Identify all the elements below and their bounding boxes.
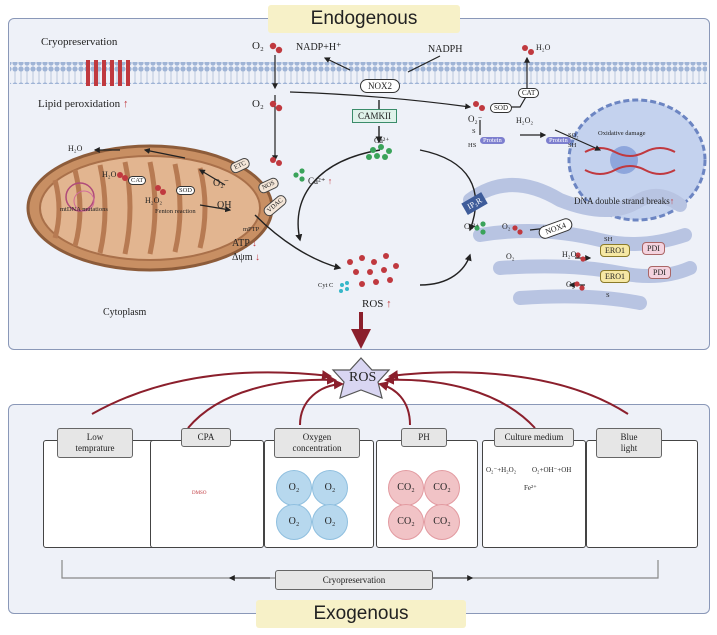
nucleus-sh-label: SH xyxy=(568,142,577,149)
er-h2o2-label: H₂O₂ xyxy=(562,250,580,259)
co2-circle-3: CO₂ xyxy=(388,504,424,540)
card-low-temperature xyxy=(43,440,167,548)
culture-reaction-1: O₂⁻+H₂O₂ xyxy=(486,466,517,474)
card-label-oxygen: Oxygen concentration xyxy=(274,428,360,458)
protein-2-label: Protein xyxy=(546,137,571,144)
dmso-label: DMSO xyxy=(192,491,207,496)
mito-cat-label: CAT xyxy=(128,176,147,185)
mito-sod-label: SOD xyxy=(176,186,196,195)
oh-label: OH xyxy=(217,200,232,211)
mtdna-label: mtDNA mutations xyxy=(60,206,108,213)
oxidative-damage-label: Oxidative damage xyxy=(598,130,646,137)
cytc-molecules xyxy=(339,281,349,293)
o2-top-label: O₂ xyxy=(252,40,264,52)
co2-circle-4: CO₂ xyxy=(424,504,460,540)
nox2-label: NOX2 xyxy=(360,79,400,93)
ca-center-label: Ca²⁺ xyxy=(374,136,390,145)
mito-o2-minus-label: O₂⁻ xyxy=(213,178,229,189)
mptp-label: mPTP xyxy=(243,226,260,233)
mito-ca-label: Ca²⁺ ↑ xyxy=(308,176,333,186)
lipid-channel xyxy=(86,60,130,86)
ros-hub-label: ROS xyxy=(349,370,377,385)
er-s-label: S xyxy=(606,292,610,299)
er-o2-c-label: O₂ xyxy=(566,280,575,289)
fe-label: Fe²⁺ xyxy=(524,484,537,492)
pdi-2-label: PDI xyxy=(648,266,671,279)
pdi-1-label: PDI xyxy=(642,242,665,255)
cell-membrane xyxy=(10,62,707,84)
dsb-label: DNA double strand breaks↑ xyxy=(574,196,675,206)
card-label-culture-medium: Culture medium xyxy=(494,428,574,447)
oxygen-molecules xyxy=(117,42,586,291)
h2o-top-label: H₂O xyxy=(536,43,551,52)
nucleus-hs-label: HS xyxy=(468,142,477,149)
ros-molecules xyxy=(347,253,399,287)
nadp-label: NADP+H⁺ xyxy=(296,42,342,53)
protein-1-label: Protein xyxy=(480,137,505,144)
cytc-label: Cyt C xyxy=(318,282,334,289)
nucleus-so2-label: SO₂ xyxy=(568,132,579,139)
calcium-cluster xyxy=(293,144,486,235)
er-o2-a-label: O₂ xyxy=(502,222,511,231)
nucleus-s-label: S xyxy=(472,128,476,135)
fenton-label: Fenton reaction xyxy=(155,208,196,215)
co2-circle-1: CO₂ xyxy=(388,470,424,506)
cytoplasm-label: Cytoplasm xyxy=(103,307,147,318)
cryopreservation-label: Cryopreservation xyxy=(41,36,118,48)
mito-h2o-b-label: H₂O xyxy=(102,170,117,179)
er-o2-b-label: O₂ xyxy=(506,252,515,261)
er-sh-label: SH xyxy=(604,236,613,243)
mito-h2o2-label: H₂O₂ xyxy=(145,196,163,205)
card-label-low-temperature: Low temprature xyxy=(57,428,133,458)
o2-minus-label: O₂⁻ xyxy=(468,114,483,124)
dpsi-label: Δψm ↓ xyxy=(232,252,260,263)
ros-center-label: ROS ↑ xyxy=(362,298,392,310)
cat-top-label: CAT xyxy=(518,88,540,98)
card-culture-medium xyxy=(482,440,586,548)
nucleus xyxy=(567,98,707,222)
card-label-ph: PH xyxy=(401,428,447,447)
sod-right-label: SOD xyxy=(490,103,513,113)
o2-circle-3: O₂ xyxy=(276,504,312,540)
ero1-b-label: ERO1 xyxy=(600,270,630,283)
footer-cryopreservation: Cryopreservation xyxy=(275,570,433,590)
lipid-peroxidation-label: Lipid peroxidation ↑ xyxy=(38,98,129,110)
card-label-blue-light: Blue light xyxy=(596,428,662,458)
h2o2-right-label: H₂O₂ xyxy=(516,116,534,125)
o2-circle-2: O₂ xyxy=(312,470,348,506)
culture-reaction-2: O₂+OH⁻+OH xyxy=(532,466,572,474)
mito-h2o-label: H₂O xyxy=(68,144,83,153)
atp-label: ATP ↓ xyxy=(232,238,257,249)
card-cpa xyxy=(150,440,264,548)
o2-circle-4: O₂ xyxy=(312,504,348,540)
ros-hub-star xyxy=(331,357,391,399)
nadph-label: NADPH xyxy=(428,44,463,55)
er-ca-label: Ca²⁺ xyxy=(464,222,480,231)
card-blue-light xyxy=(586,440,698,548)
card-label-cpa: CPA xyxy=(181,428,231,447)
o2-circle-1: O₂ xyxy=(276,470,312,506)
exogenous-banner: Exogenous xyxy=(256,600,466,628)
endogenous-banner: Endogenous xyxy=(268,5,460,33)
exogenous-arrows xyxy=(91,370,629,429)
ero1-a-label: ERO1 xyxy=(600,244,630,257)
camkii-label: CAMKII xyxy=(352,109,397,123)
o2-mid-label: O₂ xyxy=(252,98,264,110)
co2-circle-2: CO₂ xyxy=(424,470,460,506)
